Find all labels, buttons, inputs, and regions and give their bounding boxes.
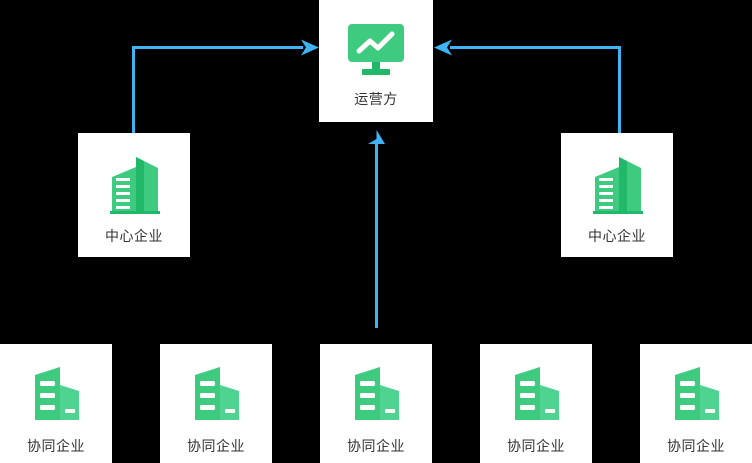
arrowhead-right-icon — [301, 39, 319, 56]
node-label: 中心企业 — [105, 228, 163, 244]
arrowhead-up-icon — [368, 130, 385, 144]
arrowhead-left-icon — [434, 39, 452, 56]
node-core-enterprise-right[interactable]: 中心企业 — [561, 133, 673, 257]
connector-core-left-to-operator — [132, 39, 319, 138]
node-core-enterprise-left[interactable]: 中心企业 — [78, 133, 190, 257]
node-collab-enterprise-3[interactable]: 协同企业 — [320, 344, 432, 463]
node-label: 运营方 — [354, 91, 398, 107]
monitor-chart-icon — [348, 24, 404, 75]
node-label: 协同企业 — [667, 438, 725, 454]
office-buildings-icon — [110, 157, 160, 214]
factory-building-icon — [355, 367, 399, 420]
node-label: 协同企业 — [187, 438, 245, 454]
factory-building-icon — [675, 367, 719, 420]
node-collab-enterprise-5[interactable]: 协同企业 — [640, 344, 752, 463]
office-buildings-icon — [593, 157, 643, 214]
node-collab-enterprise-4[interactable]: 协同企业 — [480, 344, 592, 463]
node-label: 协同企业 — [27, 438, 85, 454]
connector-line — [132, 46, 303, 138]
connector-line — [450, 46, 621, 138]
node-label: 协同企业 — [507, 438, 565, 454]
node-collab-enterprise-2[interactable]: 协同企业 — [160, 344, 272, 463]
factory-building-icon — [35, 367, 79, 420]
factory-building-icon — [515, 367, 559, 420]
node-label: 中心企业 — [588, 228, 646, 244]
node-label: 协同企业 — [347, 438, 405, 454]
node-operator[interactable]: 运营方 — [319, 0, 433, 122]
node-collab-enterprise-1[interactable]: 协同企业 — [0, 344, 112, 463]
factory-building-icon — [195, 367, 239, 420]
connector-collab-center-to-operator — [368, 130, 385, 328]
connector-core-right-to-operator — [434, 39, 621, 138]
